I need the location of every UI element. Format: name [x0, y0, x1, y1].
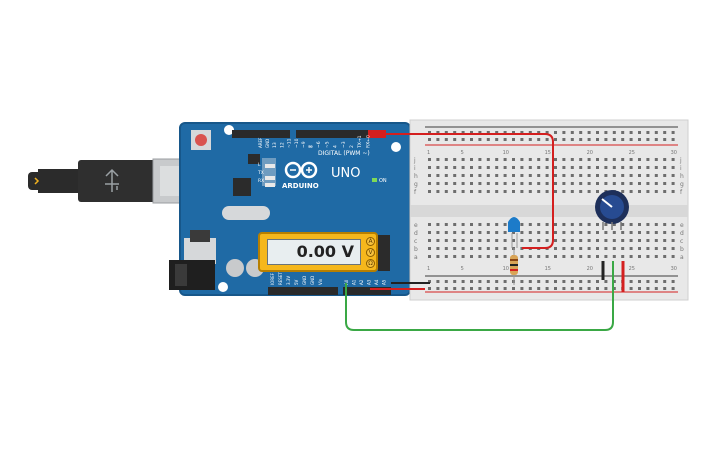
led-label: L	[258, 162, 261, 168]
wire-green[interactable]	[345, 261, 614, 331]
row-letter-right: i	[680, 165, 682, 172]
digital-pin-label: RX←0	[365, 135, 371, 148]
column-number-bottom: 15	[545, 266, 551, 272]
digital-pin-label: ~11	[287, 138, 293, 148]
board-model: UNO	[331, 166, 360, 181]
power-pin-label: 5V	[294, 279, 299, 285]
gnd-label: GND	[265, 139, 270, 148]
row-letter-right: g	[680, 181, 684, 188]
power-pin-label: RESET	[278, 272, 283, 285]
wire-black[interactable]	[391, 261, 605, 284]
row-letter-left: g	[414, 181, 418, 188]
led-icon[interactable]	[508, 217, 520, 248]
wire-red[interactable]	[370, 133, 625, 292]
row-letter-right: j	[679, 157, 682, 164]
digital-header-label: DIGITAL (PWM ~)	[318, 150, 370, 157]
power-pin-label: IOREF	[270, 272, 275, 285]
power-pin-label: 3.3V	[286, 276, 291, 285]
power-pin-label: GND	[310, 276, 315, 285]
analog-pin-label: A1	[352, 279, 357, 285]
digital-pin-label: ~3	[341, 141, 347, 148]
row-letter-right: a	[680, 254, 684, 261]
row-letter-left: a	[414, 254, 418, 261]
column-number-bottom: 5	[461, 266, 464, 272]
potentiometer-icon[interactable]	[595, 190, 629, 230]
led-label: RX	[258, 178, 264, 184]
aref-label: AREF	[258, 137, 263, 148]
multimeter[interactable]: 0.00 V A V Ω	[258, 232, 378, 272]
digital-pin-label: ~9	[301, 141, 307, 148]
digital-pin-label: 12	[279, 142, 285, 148]
column-number-bottom: 20	[587, 266, 593, 272]
analog-pin-label: A0	[344, 279, 349, 285]
digital-pin-label: ~10	[294, 138, 300, 148]
meter-mode-volts-button[interactable]: V	[366, 248, 375, 257]
column-number-top: 15	[545, 150, 551, 156]
column-number-top: 25	[629, 150, 635, 156]
analog-pin-label: A5	[382, 279, 387, 285]
analog-pin-label: A4	[374, 279, 379, 285]
column-number-bottom: 1	[427, 266, 430, 272]
digital-pin-label: 8	[309, 145, 315, 148]
row-letter-right: b	[680, 246, 684, 253]
reset-button-icon[interactable]	[191, 130, 211, 150]
power-jack-icon[interactable]	[169, 260, 215, 290]
row-letter-left: c	[414, 238, 417, 245]
arduino-logo-icon	[284, 161, 318, 179]
column-number-top: 5	[461, 150, 464, 156]
row-letter-left: f	[414, 189, 417, 196]
row-letter-left: b	[414, 246, 418, 253]
multimeter-reading: 0.00 V	[267, 239, 361, 265]
digital-pin-label: ~5	[324, 141, 330, 148]
analog-pin-label: A2	[359, 279, 364, 285]
row-letter-right: c	[680, 238, 683, 245]
row-letter-left: d	[414, 230, 418, 237]
column-number-top: 20	[587, 150, 593, 156]
row-letter-left: j	[413, 157, 416, 164]
digital-pin-label: 7	[308, 145, 314, 148]
meter-mode-ohms-button[interactable]: Ω	[366, 259, 375, 268]
digital-pin-label: 2	[349, 145, 355, 148]
digital-pin-label: TX→1	[357, 135, 363, 149]
column-number-bottom: 25	[629, 266, 635, 272]
row-letter-left: h	[414, 173, 418, 180]
power-pin-label: GND	[302, 276, 307, 285]
led-label: TX	[257, 170, 264, 176]
row-letter-right: e	[680, 222, 684, 229]
column-number-bottom: 30	[671, 266, 677, 272]
row-letter-left: i	[414, 165, 416, 172]
board-on-label: ON	[379, 178, 387, 184]
breadboard[interactable]	[409, 119, 689, 301]
column-number-top: 1	[427, 150, 430, 156]
digital-pin-label: ~6	[316, 141, 322, 148]
row-letter-right: f	[680, 189, 683, 196]
row-letter-right: h	[680, 173, 684, 180]
digital-pin-label: 4	[333, 145, 339, 148]
resistor-icon[interactable]	[510, 248, 518, 285]
row-letter-left: e	[414, 222, 418, 229]
row-letter-right: d	[680, 230, 684, 237]
column-number-top: 30	[671, 150, 677, 156]
power-pin-label: Vin	[318, 278, 323, 285]
board-brand: ARDUINO	[282, 182, 319, 190]
digital-pin-label: 13	[272, 142, 278, 148]
meter-mode-amps-button[interactable]: A	[366, 237, 375, 246]
column-number-bottom: 10	[503, 266, 509, 272]
column-number-top: 10	[503, 150, 509, 156]
analog-pin-label: A3	[367, 279, 372, 285]
breadboard-holes[interactable]	[428, 131, 675, 290]
